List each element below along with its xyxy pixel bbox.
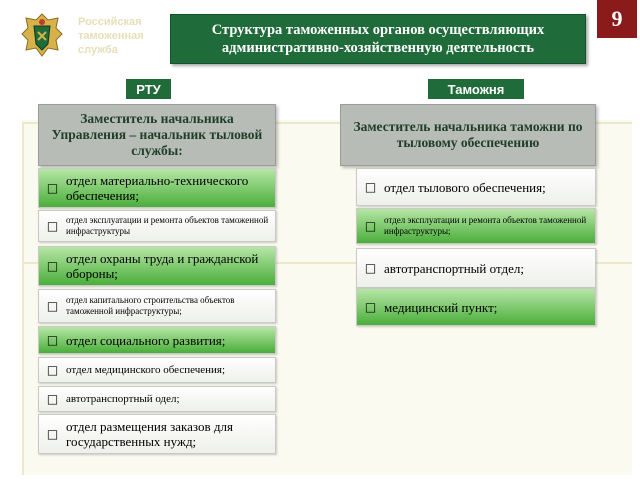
bullet-square-icon: □ [46, 427, 59, 441]
bullet-square-icon: □ [46, 219, 59, 233]
page-title: Структура таможенных органов осуществляю… [170, 14, 586, 64]
right-dept-item: □ отдел эксплуатации и ремонта объектов … [356, 208, 596, 244]
customs-emblem-icon [18, 10, 66, 60]
left-dept-item: □ отдел капитального строительства объек… [38, 289, 276, 323]
org-name: Российская таможенная служба [78, 16, 144, 56]
column-header-rtu: РТУ [126, 79, 171, 99]
left-dept-item: □ отдел размещения заказов для государст… [38, 414, 276, 454]
left-dept-item: □ отдел эксплуатации и ремонта объектов … [38, 210, 276, 242]
bullet-square-icon: □ [46, 363, 59, 377]
right-dept-item: □ автотранспортный отдел; [356, 248, 596, 288]
left-dept-item: □ отдел охраны труда и гражданской оборо… [38, 246, 276, 286]
bullet-square-icon: □ [364, 300, 377, 314]
bullet-square-icon: □ [46, 259, 59, 273]
bullet-square-icon: □ [46, 333, 59, 347]
background-line [22, 122, 24, 475]
background-line [22, 262, 632, 264]
left-dept-item: □ отдел социального развития; [38, 326, 276, 354]
bullet-square-icon: □ [46, 392, 59, 406]
right-dept-item: □ медицинский пункт; [356, 288, 596, 326]
left-dept-item: □ отдел материально-технического обеспеч… [38, 168, 276, 208]
right-dept-item: □ отдел тылового обеспечения; [356, 168, 596, 206]
deputy-head-rtu: Заместитель начальника Управления – нача… [38, 104, 276, 166]
column-header-customs: Таможня [428, 79, 524, 99]
page-number-badge: 9 [597, 0, 637, 38]
bullet-square-icon: □ [46, 181, 59, 195]
bullet-square-icon: □ [364, 261, 377, 275]
bullet-square-icon: □ [46, 299, 59, 313]
left-dept-item: □ автотранспортный одел; [38, 386, 276, 412]
bullet-square-icon: □ [364, 219, 377, 233]
deputy-head-customs: Заместитель начальника таможни по тылово… [340, 104, 596, 166]
background-line [22, 122, 632, 124]
bullet-square-icon: □ [364, 180, 377, 194]
left-dept-item: □ отдел медицинского обеспечения; [38, 357, 276, 383]
